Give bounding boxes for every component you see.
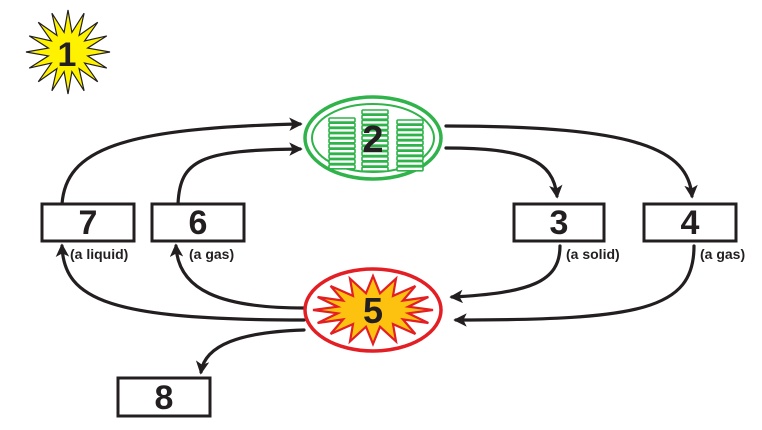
box-7-number: 7 <box>79 204 98 242</box>
granum-thylakoid <box>328 143 356 149</box>
cycle-arrows <box>55 117 698 375</box>
granum-thylakoid <box>396 155 424 162</box>
granum-thylakoid <box>361 130 389 136</box>
granum-thylakoid <box>396 140 424 146</box>
granum-thylakoid <box>361 150 389 157</box>
arrow-6-to-2 <box>176 142 303 206</box>
granum-thylakoid <box>328 138 356 144</box>
granum-thylakoid <box>328 132 356 139</box>
arrow-7-to-2 <box>60 117 303 206</box>
box-6-number: 6 <box>189 204 208 242</box>
state-label-3: (a solid) <box>566 246 620 262</box>
granum-thylakoid <box>361 140 389 146</box>
mitochondrion-5: 5 <box>303 267 443 353</box>
granum-thylakoid <box>361 119 389 126</box>
box-4-number: 4 <box>681 204 700 242</box>
arrow-3-to-5 <box>449 244 562 304</box>
granum-thylakoid <box>361 145 389 152</box>
arrow-5-to-8 <box>195 328 306 375</box>
box-7 <box>40 202 136 243</box>
box-3-number: 3 <box>550 204 569 242</box>
granum-thylakoid <box>396 145 424 151</box>
arrow-5-to-7 <box>55 243 306 322</box>
granum-thylakoid <box>328 117 356 123</box>
cristae <box>312 273 434 347</box>
state-label-7: (a liquid) <box>70 246 128 262</box>
granum-thylakoid <box>328 153 356 160</box>
granum-thylakoid <box>361 166 389 172</box>
chloroplast-2: 2 <box>303 95 443 181</box>
box-8-number: 8 <box>155 379 174 417</box>
granum-thylakoid <box>396 134 424 141</box>
granum-thylakoid <box>328 122 356 128</box>
arrow-2-to-4 <box>444 124 698 199</box>
chloroplast-number: 2 <box>362 119 383 161</box>
arrow-2-to-3 <box>444 146 563 199</box>
granum-thylakoid <box>396 124 424 130</box>
box-8 <box>116 376 212 418</box>
granum-thylakoid <box>328 148 356 154</box>
granum-thylakoid <box>396 166 424 172</box>
state-label-6: (a gas) <box>189 246 234 262</box>
arrow-5-to-6 <box>169 243 306 310</box>
mitochondrion-number: 5 <box>363 290 383 331</box>
box-6 <box>150 202 246 243</box>
grana-stacks <box>328 109 424 172</box>
box-4 <box>642 202 738 243</box>
sun-number: 1 <box>58 36 77 74</box>
granum-thylakoid <box>361 161 389 167</box>
granum-thylakoid <box>396 160 424 167</box>
arrow-4-to-5 <box>453 244 696 327</box>
granum-thylakoid <box>361 109 389 115</box>
granum-thylakoid <box>361 114 389 120</box>
granum-thylakoid <box>328 164 356 170</box>
granum-thylakoid <box>396 150 424 156</box>
granum-thylakoid <box>396 119 424 125</box>
granum-thylakoid <box>361 135 389 141</box>
granum-thylakoid <box>328 127 356 134</box>
granum-thylakoid <box>361 156 389 162</box>
granum-thylakoid <box>361 124 389 131</box>
box-3 <box>512 202 606 243</box>
state-label-4: (a gas) <box>700 246 745 262</box>
granum-thylakoid <box>396 129 424 136</box>
sun-burst-1: 1 <box>25 9 111 95</box>
granum-thylakoid <box>328 158 356 165</box>
